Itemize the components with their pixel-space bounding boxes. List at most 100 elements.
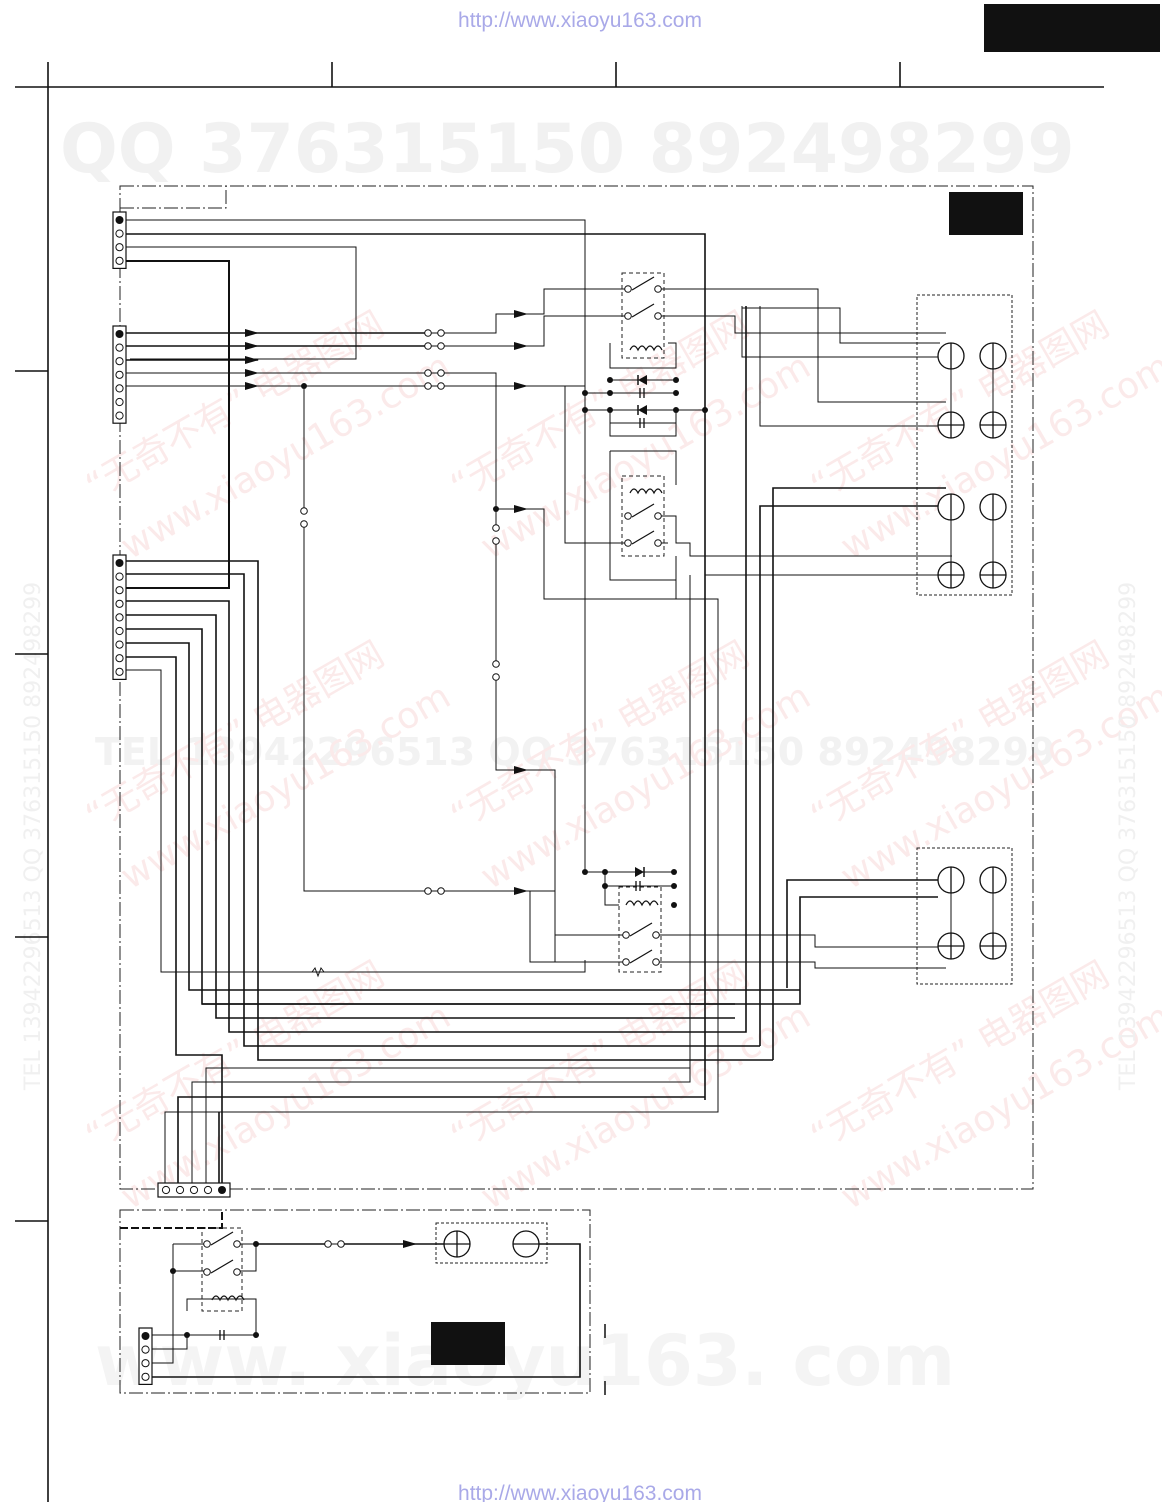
- wire: [759, 505, 946, 1046]
- pin-ring: [424, 382, 432, 390]
- pin-ring: [189, 1185, 199, 1195]
- pin-ring: [654, 285, 662, 293]
- junction-dot: [673, 377, 679, 383]
- wire: [126, 260, 230, 589]
- pin-ring: [203, 1185, 213, 1195]
- switch-blade: [629, 922, 653, 937]
- pin-ring: [654, 312, 662, 320]
- pin-ring: [300, 520, 308, 528]
- pin-ring: [624, 312, 632, 320]
- pin-ring: [115, 370, 124, 379]
- relay-icon: [621, 475, 665, 557]
- pin-ring: [115, 654, 124, 663]
- pin-ring: [115, 229, 124, 238]
- wire: [441, 372, 528, 513]
- page-tab-block: [984, 4, 1160, 52]
- pin-ring: [492, 660, 500, 668]
- pin-ring: [115, 256, 124, 265]
- wire: [303, 527, 425, 892]
- wire: [799, 896, 938, 988]
- junction-dot: [673, 390, 679, 396]
- wire: [527, 288, 628, 315]
- pin-ring: [324, 1240, 332, 1248]
- relay-icon: [618, 886, 662, 973]
- pin-filled: [115, 330, 124, 338]
- junction-dot: [602, 883, 608, 889]
- wire: [126, 306, 747, 1033]
- pin-ring: [424, 369, 432, 377]
- pin-ring: [115, 397, 124, 407]
- pin-ring: [437, 887, 445, 895]
- junction-dot: [301, 383, 307, 389]
- wire: [742, 307, 940, 344]
- pin-ring: [233, 1240, 241, 1248]
- wire: [609, 410, 677, 437]
- wire: [126, 219, 586, 540]
- connector-body: [112, 211, 127, 270]
- pin-ring: [115, 667, 124, 676]
- footer-url[interactable]: http://www.xiaoyu163.com: [458, 1482, 702, 1502]
- pin-ring: [437, 329, 445, 337]
- junction-dot: [671, 883, 677, 889]
- sub-board-outline: [119, 1209, 591, 1394]
- junction-dot: [671, 902, 677, 908]
- pin-ring: [115, 411, 124, 420]
- junction-dot: [602, 869, 608, 875]
- pin-ring: [424, 342, 432, 350]
- junction-dot: [582, 869, 588, 875]
- wire: [658, 288, 946, 403]
- wire: [126, 573, 760, 1047]
- junction-dot: [582, 390, 588, 396]
- junction-dot: [607, 390, 613, 396]
- wire: [146, 1335, 188, 1350]
- wire: [527, 508, 677, 600]
- wire: [126, 642, 800, 991]
- pin-ring: [492, 673, 500, 681]
- wire: [656, 934, 946, 948]
- pin-ring: [424, 887, 432, 895]
- switch-blade: [631, 276, 655, 291]
- connector: [112, 325, 127, 424]
- pin-ring: [424, 329, 432, 337]
- wire: [495, 680, 528, 774]
- connector: [112, 554, 127, 681]
- pin-ring: [115, 243, 124, 252]
- relay-icon: [621, 272, 665, 359]
- wire: [759, 306, 946, 427]
- junction-dot: [253, 1332, 259, 1338]
- watermark-side-right: TEL 13942296513 QQ 376315150 892498299: [1116, 582, 1141, 1091]
- junction-dot: [170, 1268, 176, 1274]
- pin-ring: [115, 384, 124, 393]
- pin-ring: [115, 640, 124, 649]
- pin-ring: [115, 599, 124, 608]
- pin-filled: [141, 1332, 150, 1340]
- resistor-icon: [311, 966, 325, 978]
- switch-blade: [631, 530, 655, 545]
- pin-ring: [437, 369, 445, 377]
- pin-ring: [203, 1268, 211, 1276]
- junction-dot: [671, 869, 677, 875]
- pin-ring: [141, 1345, 150, 1354]
- pin-ring: [624, 512, 632, 520]
- connector: [138, 1327, 153, 1386]
- pin-ring: [622, 958, 630, 966]
- pin-ring: [233, 1268, 241, 1276]
- wire: [527, 315, 628, 347]
- pin-ring: [654, 539, 662, 547]
- pin-ring: [203, 1240, 211, 1248]
- watermark-footer-url: www. xiaoyu163. com: [95, 1320, 955, 1402]
- junction-dot: [184, 1332, 190, 1338]
- relay-icon: [201, 1227, 243, 1312]
- pin-ring: [141, 1359, 150, 1368]
- junction-dot: [582, 407, 588, 413]
- watermark-tel: TEL 13942296513 QQ 376315150 892498299: [95, 730, 1055, 774]
- header-url[interactable]: http://www.xiaoyu163.com: [458, 9, 702, 32]
- wire: [177, 1096, 705, 1183]
- junctions: [170, 377, 708, 1338]
- pin-ring: [115, 586, 124, 595]
- pin-ring: [115, 357, 124, 366]
- pin-ring: [624, 285, 632, 293]
- wire: [610, 450, 677, 485]
- pin-ring: [492, 524, 500, 532]
- wire: [126, 614, 735, 1019]
